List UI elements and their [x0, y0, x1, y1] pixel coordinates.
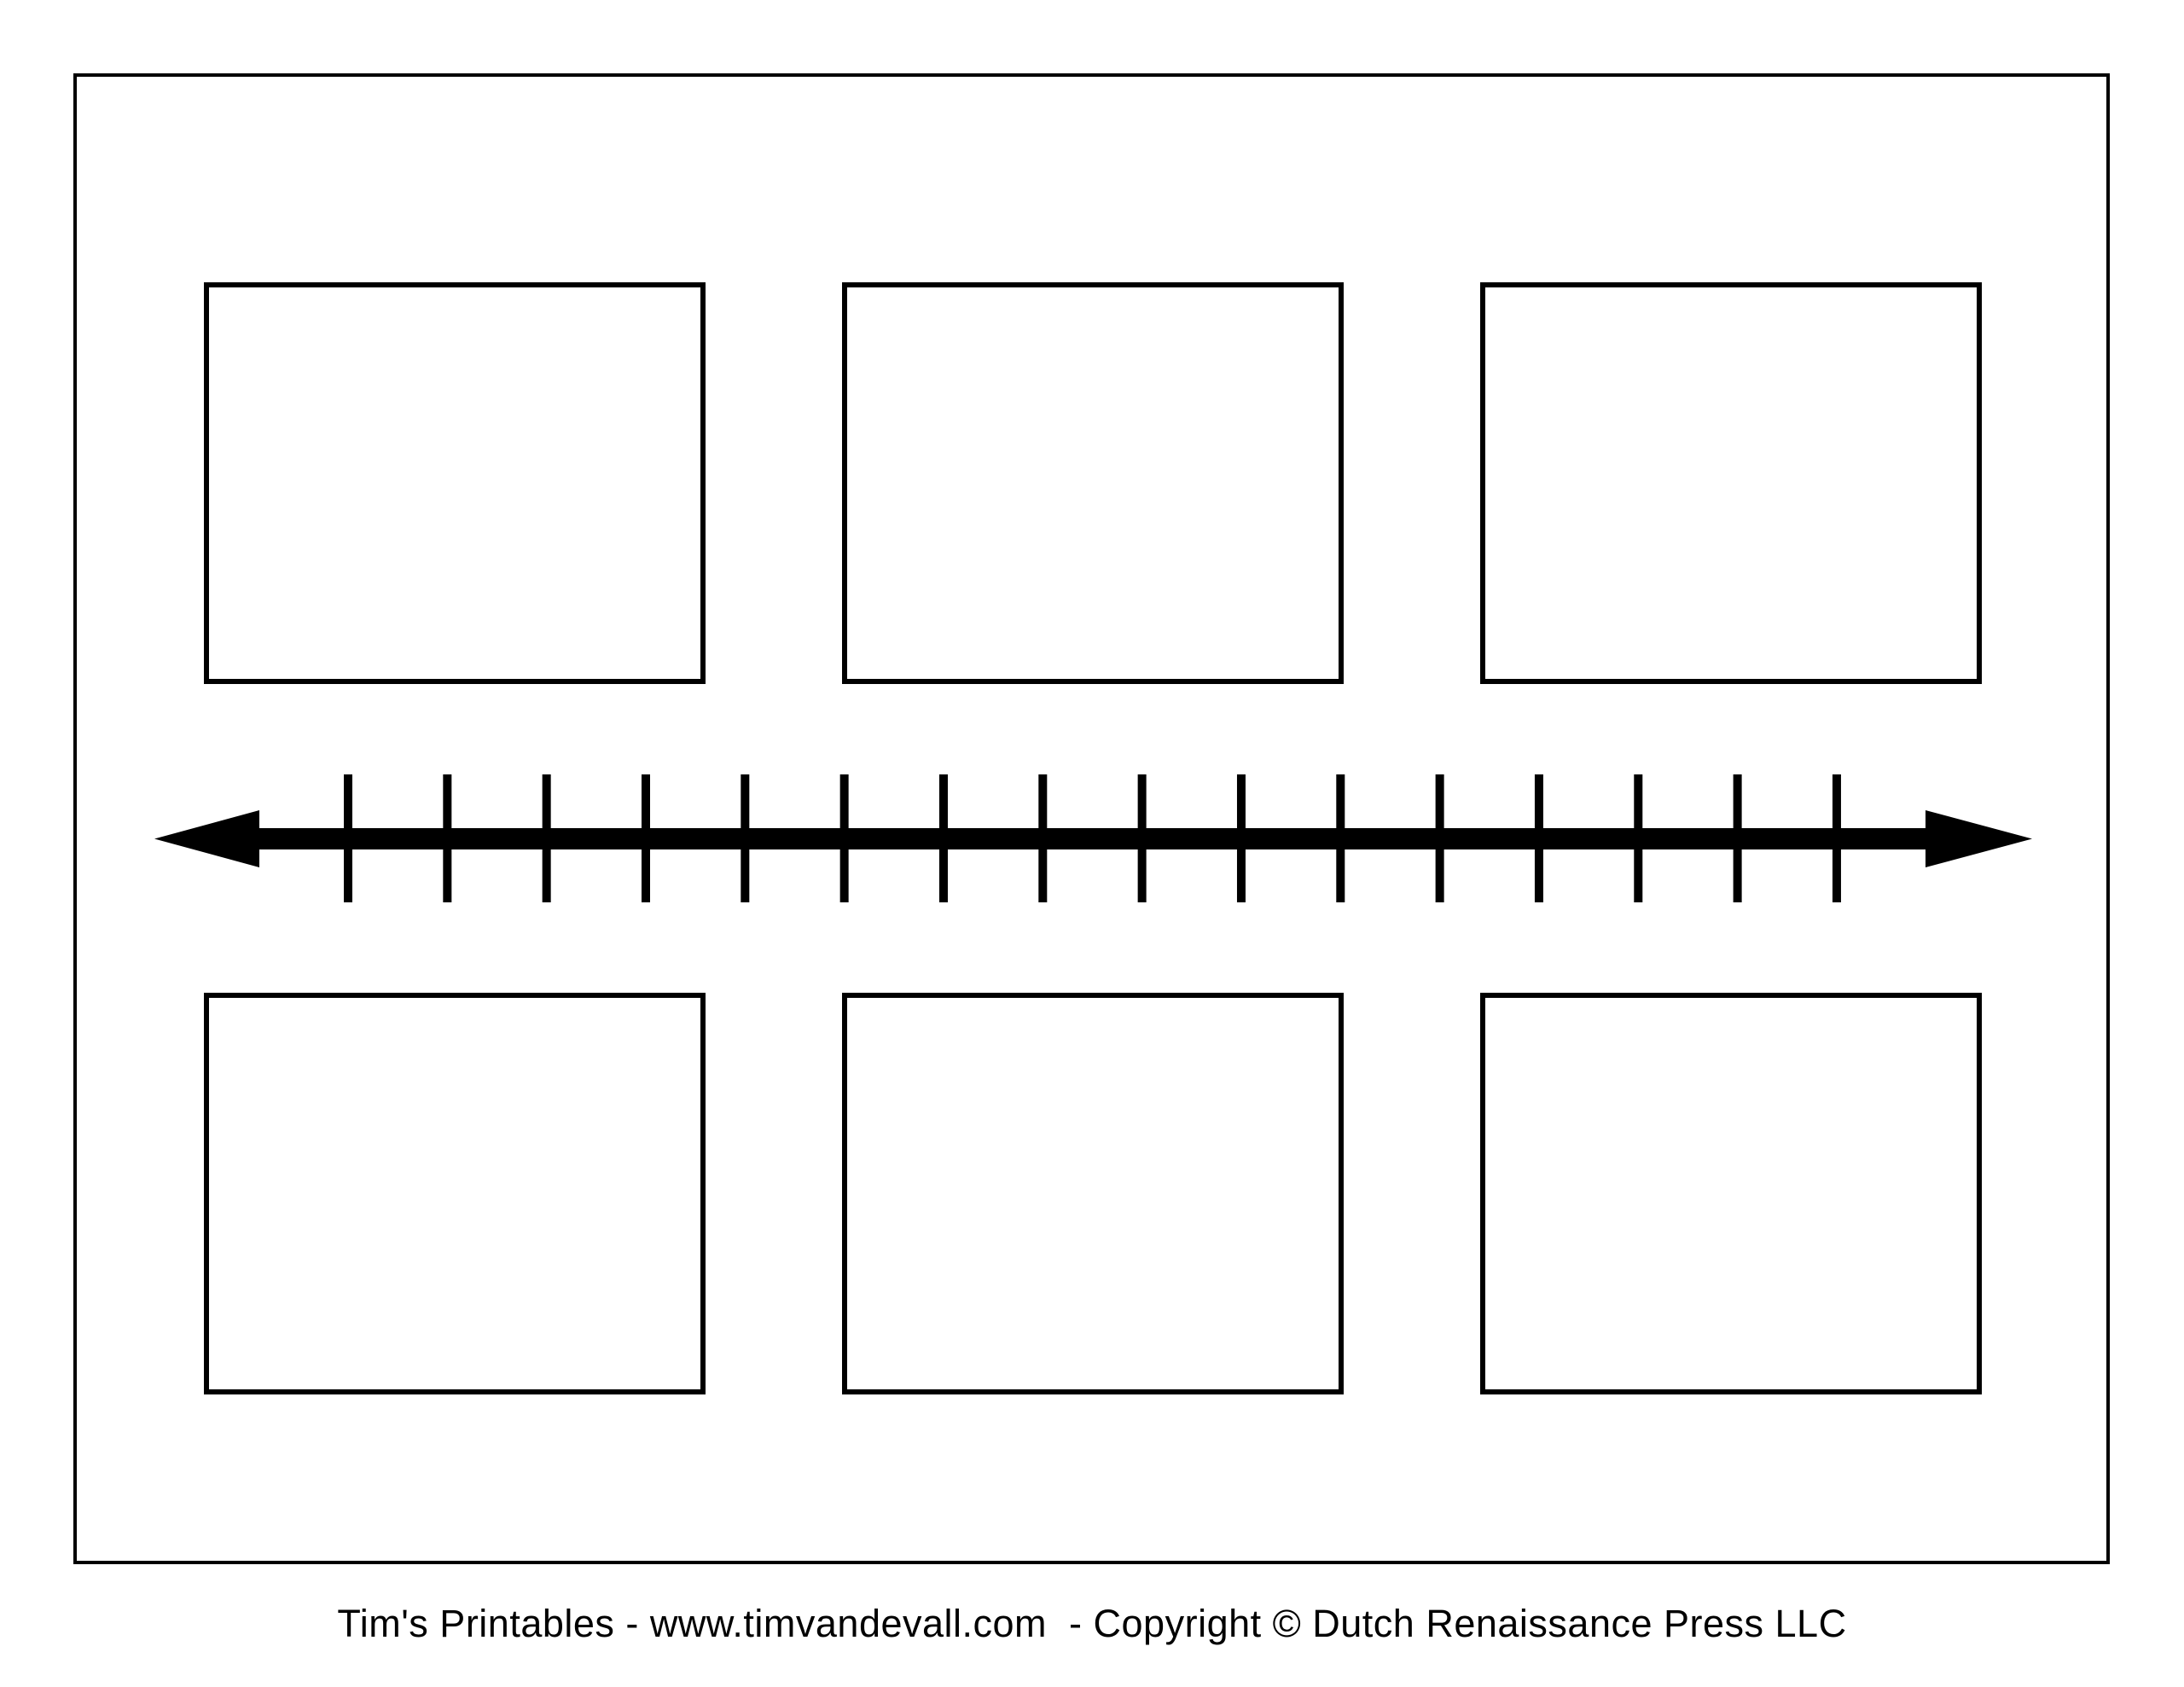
event-box-bottom-1	[204, 993, 706, 1394]
footer-credit: Tim's Printables - www.timvandevall.com …	[337, 1602, 1847, 1645]
event-box-bottom-3	[1480, 993, 1982, 1394]
event-row-top	[204, 282, 1982, 684]
event-box-top-1	[204, 282, 706, 684]
event-box-top-2	[842, 282, 1344, 684]
event-row-bottom	[204, 993, 1982, 1394]
event-box-top-3	[1480, 282, 1982, 684]
event-box-bottom-2	[842, 993, 1344, 1394]
